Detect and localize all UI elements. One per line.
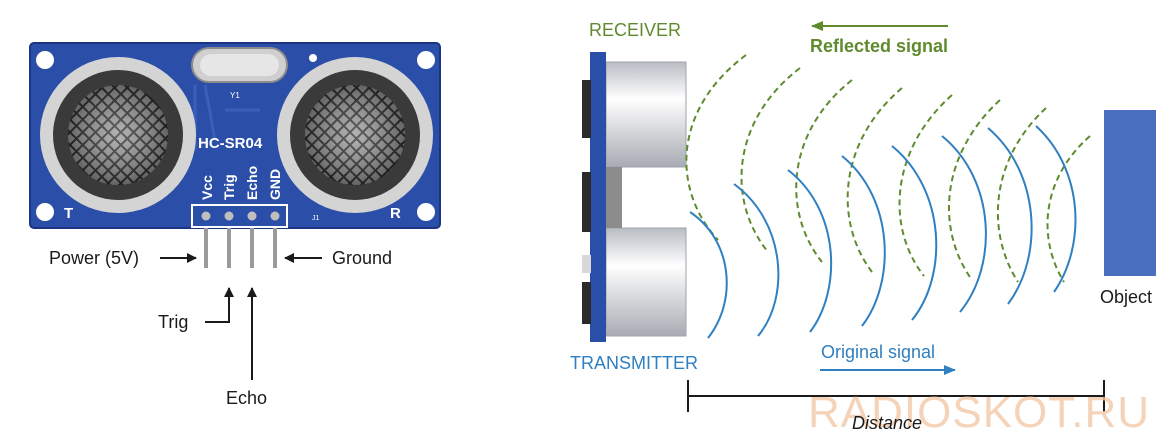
mounting-hole-icon (417, 51, 435, 69)
mounting-hole-icon (36, 203, 54, 221)
chip-label: HC-SR04 (198, 135, 263, 152)
receiver-label: RECEIVER (589, 20, 682, 40)
pin-label-vcc: Vcc (199, 175, 215, 200)
sensor-board-side (590, 52, 606, 342)
receiver-transducer (277, 57, 433, 213)
pin-label-gnd: GND (267, 169, 283, 200)
transmitter-transducer (40, 57, 196, 213)
echo-label: Echo (226, 388, 268, 408)
wiring-arrows (160, 253, 322, 380)
trig-arrow (205, 300, 230, 323)
mounting-hole-icon (36, 51, 54, 69)
pin-label-echo: Echo (244, 166, 260, 200)
t-label: T (64, 205, 73, 222)
transmitter-cylinder (605, 227, 687, 337)
pin-header (191, 204, 288, 228)
power-label: Power (5V) (49, 248, 140, 268)
sensor-side-view (582, 52, 687, 342)
original-waves (689, 125, 1077, 339)
original-signal-label: Original signal (821, 342, 936, 362)
transmitter-label: TRANSMITTER (570, 353, 698, 373)
r-label: R (390, 205, 401, 222)
jumper-label: J1 (312, 215, 320, 222)
object-block (1104, 110, 1156, 276)
watermark: RADIOSKOT.RU (808, 388, 1151, 437)
distance-line (687, 380, 1105, 412)
reflected-waves (685, 54, 1091, 283)
ground-label: Ground (332, 248, 393, 268)
trig-label: Trig (158, 312, 189, 332)
distance-label: Distance (852, 413, 923, 433)
pin-label-trig: Trig (221, 174, 237, 200)
object-label: Object (1100, 287, 1153, 307)
receiver-cylinder (605, 61, 687, 168)
reflected-signal-label: Reflected signal (810, 36, 949, 56)
hc-sr04-module: Y1 HC-SR04 T R Vcc Trig Echo GND J1 (29, 42, 441, 268)
crystal-label: Y1 (230, 91, 240, 100)
pins (204, 228, 277, 268)
mounting-hole-icon (417, 203, 435, 221)
